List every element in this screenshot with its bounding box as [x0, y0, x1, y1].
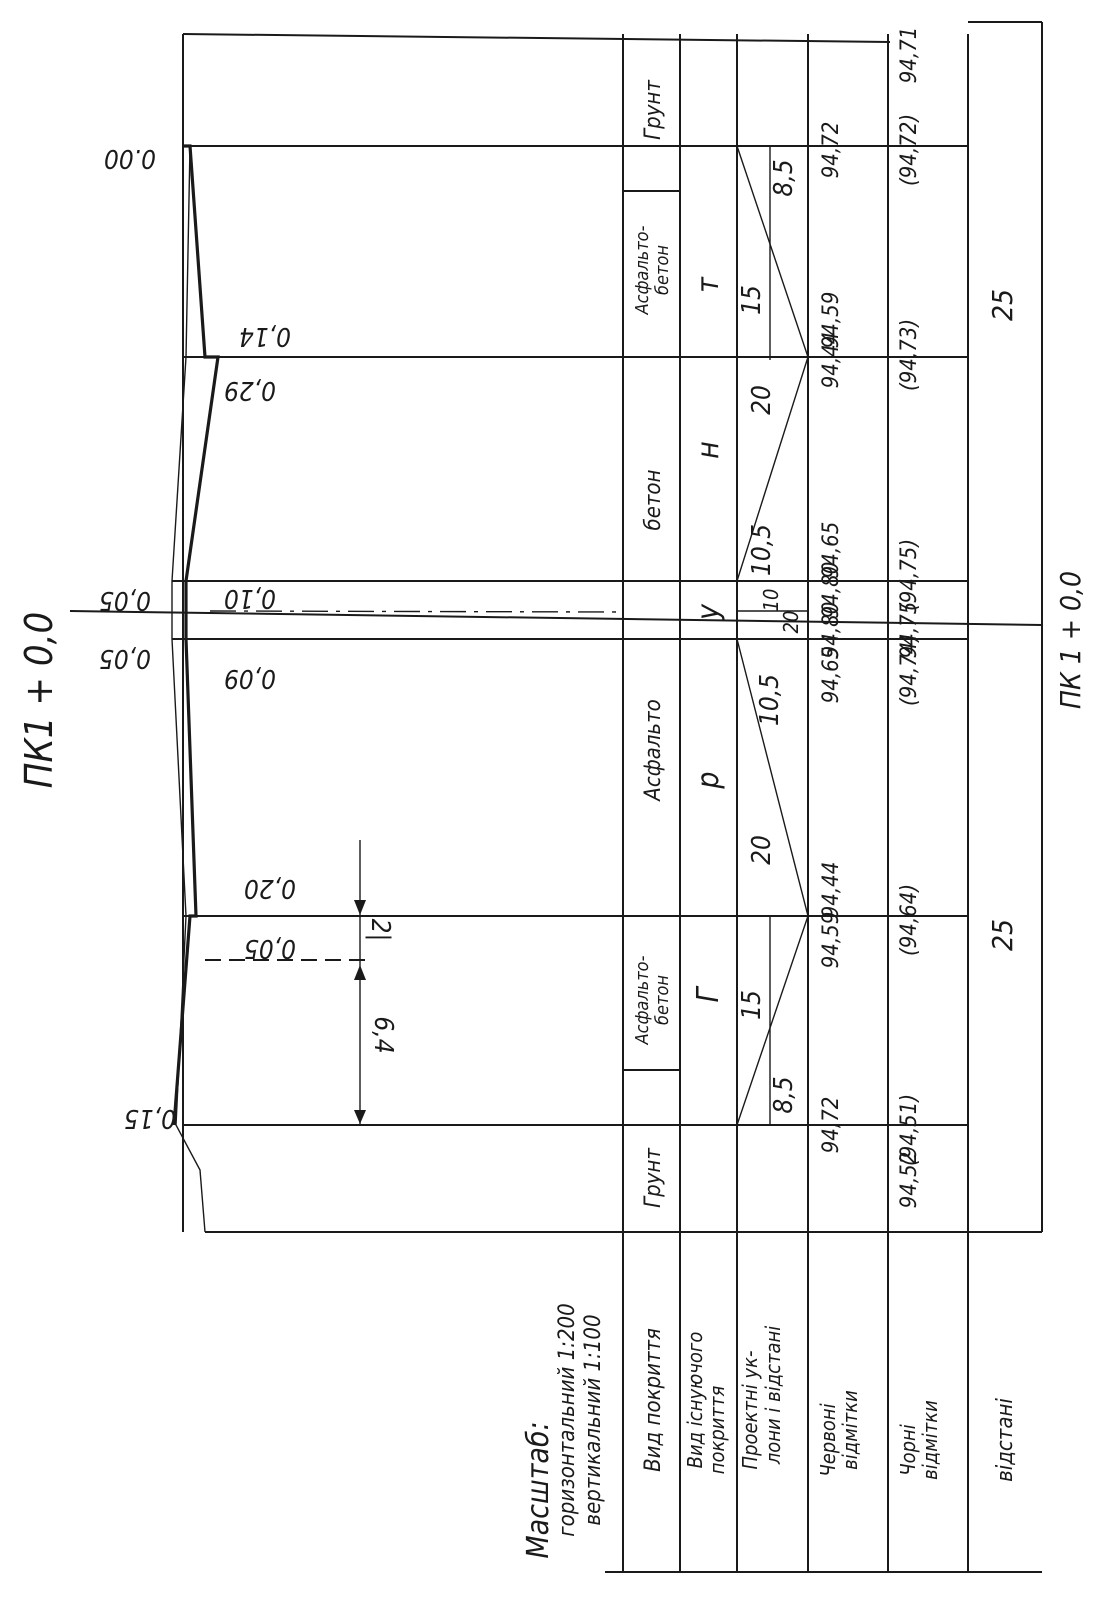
- station-label: ПК1 + 0,0: [17, 612, 61, 788]
- design-distance-5: 20: [779, 611, 803, 634]
- design-distance-2: 15: [737, 990, 767, 1020]
- red-mark-4: 94,65: [819, 647, 844, 704]
- black-mark-7: (94,73): [897, 319, 922, 391]
- row-label-existing-1: Вид існуючого: [683, 1332, 707, 1469]
- row-label-red-2: відмітки: [838, 1390, 862, 1470]
- existing-letter-5: т: [691, 276, 726, 293]
- black-mark-5: 94,75: [897, 602, 922, 659]
- red-mark-1: 94,72: [819, 1097, 844, 1154]
- row-label-cover-type: Вид покриття: [641, 1328, 666, 1472]
- depth-mark-3: 0,20: [244, 873, 296, 903]
- design-slope-lines: [736, 145, 809, 1126]
- cover-asphalt: Асфальто: [641, 699, 666, 802]
- profile-table-grid: [172, 21, 1043, 1573]
- depth-mark-9: 0,14: [239, 321, 291, 351]
- red-mark-5: 94,80: [819, 602, 844, 659]
- design-distance-1: 8,5: [769, 1076, 799, 1113]
- red-mark-10: 94,72: [819, 122, 844, 179]
- row-label-design-1: Проектні ук-: [738, 1351, 762, 1470]
- scale-block: Масштаб: горизонтальний 1:200 вертикальн…: [521, 1303, 606, 1558]
- dimension-arrow-mid: [354, 965, 366, 980]
- depth-mark-10: 0.00: [104, 143, 156, 173]
- black-mark-4: (94,74): [897, 634, 922, 706]
- row-labels: Вид покриття Вид існуючого покриття Прое…: [641, 1326, 1018, 1482]
- cover-segments: Грунт Асфальто- бетон Асфальто бетон Асф…: [632, 79, 673, 1208]
- depth-mark-2: 0,05: [244, 933, 296, 963]
- pavement-profile: [171, 34, 220, 1233]
- depth-mark-5: 0,05: [99, 643, 151, 673]
- row-label-black-1: Чорні: [896, 1424, 920, 1476]
- distances-row: 25 25: [986, 289, 1019, 951]
- design-distance-6: 10: [759, 589, 783, 612]
- station-axis-line: [69, 610, 1043, 626]
- depth-mark-7: 0,10: [224, 583, 276, 613]
- row-label-design-2: лони і відстані: [761, 1326, 785, 1466]
- design-distance-8: 20: [747, 385, 777, 415]
- cover-asphalt-concrete-2b: бетон: [652, 245, 673, 295]
- row-label-distances: відстані: [993, 1398, 1018, 1482]
- row-label-red-1: Червоні: [816, 1403, 840, 1476]
- depth-mark-1: 0,15: [124, 1103, 176, 1133]
- dimension-arrow-top: [354, 900, 366, 915]
- depth-mark-6: 0,05: [99, 585, 151, 615]
- red-mark-3: 94,44: [819, 862, 844, 919]
- existing-letter-2: р: [691, 771, 726, 789]
- scale-horizontal: горизонтальний 1:200: [555, 1303, 580, 1536]
- design-distance-3: 20: [747, 835, 777, 865]
- design-distance-9: 15: [737, 285, 767, 315]
- cover-asphalt-concrete-1a: Асфальто-: [632, 955, 653, 1045]
- depth-marks: 0,15 0,05 0,20 0,09 0,05 0,05 0,10 0,29 …: [99, 143, 296, 1133]
- red-marks: 94,72 94,59 94,44 94,65 94,80 94,80 94,6…: [819, 122, 844, 1154]
- black-marks: 94,52 (94,51) (94,64) (94,74) 94,75 (94,…: [897, 27, 922, 1209]
- cover-asphalt-concrete-1b: бетон: [652, 975, 673, 1025]
- black-mark-6: (94,75): [897, 539, 922, 611]
- cover-asphalt-concrete-2a: Асфальто-: [632, 225, 653, 315]
- existing-letter-1: Г: [691, 986, 726, 1003]
- design-distance-4: 10,5: [755, 674, 785, 726]
- cover-soil-top: Грунт: [641, 79, 666, 140]
- row-label-black-2: відмітки: [918, 1400, 942, 1480]
- black-mark-9: 94,71: [897, 27, 922, 84]
- station-bottom-label: ПК 1 + 0,0: [1054, 571, 1087, 709]
- dimension-arrow-bottom: [354, 1110, 366, 1124]
- red-mark-8: 94,44: [819, 332, 844, 389]
- red-mark-6: 94,80: [819, 562, 844, 619]
- design-distance-10: 8,5: [769, 159, 799, 196]
- cover-concrete: бетон: [641, 469, 666, 530]
- axis-dashdot: [209, 610, 621, 613]
- black-mark-3: (94,64): [897, 884, 922, 956]
- distance-2: 25: [986, 289, 1019, 321]
- depth-mark-4: 0,09: [224, 663, 276, 693]
- black-mark-8: (94,72): [897, 114, 922, 186]
- red-mark-9: 94,59: [819, 292, 844, 349]
- distance-1: 25: [986, 919, 1019, 951]
- black-mark-1: 94,52: [897, 1152, 922, 1209]
- depth-mark-8: 0,29: [224, 375, 276, 405]
- existing-letter-3: у: [691, 603, 726, 621]
- scale-title: Масштаб:: [521, 1421, 556, 1558]
- scale-vertical: вертикальний 1:100: [581, 1314, 606, 1525]
- dimension-mark-1: 6,4: [368, 1016, 398, 1053]
- existing-letter-4: н: [691, 441, 726, 459]
- dimension-mark-2: 2|: [365, 919, 395, 942]
- existing-cover-letters: Г р у н т: [691, 276, 726, 1003]
- red-mark-7: 94,65: [819, 522, 844, 579]
- cover-soil-bottom: Грунт: [641, 1147, 666, 1208]
- design-distances: 8,5 15 20 10,5 20 10 10,5 20 15 8,5: [737, 159, 803, 1113]
- row-label-existing-2: покриття: [705, 1386, 729, 1475]
- black-mark-2: (94,51): [897, 1094, 922, 1166]
- design-distance-7: 10,5: [747, 524, 777, 576]
- red-mark-2: 94,59: [819, 912, 844, 969]
